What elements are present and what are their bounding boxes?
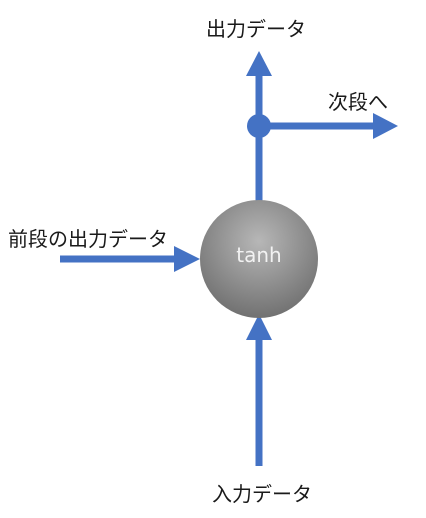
next-stage-arrow (259, 113, 398, 139)
output-label: 出力データ (206, 17, 306, 41)
next-stage-label: 次段へ (328, 90, 388, 114)
tanh-node (200, 200, 318, 318)
prev-output-arrow (60, 246, 200, 272)
input-label: 入力データ (212, 482, 312, 506)
branch-junction (247, 114, 271, 138)
input-arrow (246, 314, 272, 466)
prev-output-label: 前段の出力データ (8, 227, 168, 251)
tanh-node-label: tanh (236, 243, 282, 267)
